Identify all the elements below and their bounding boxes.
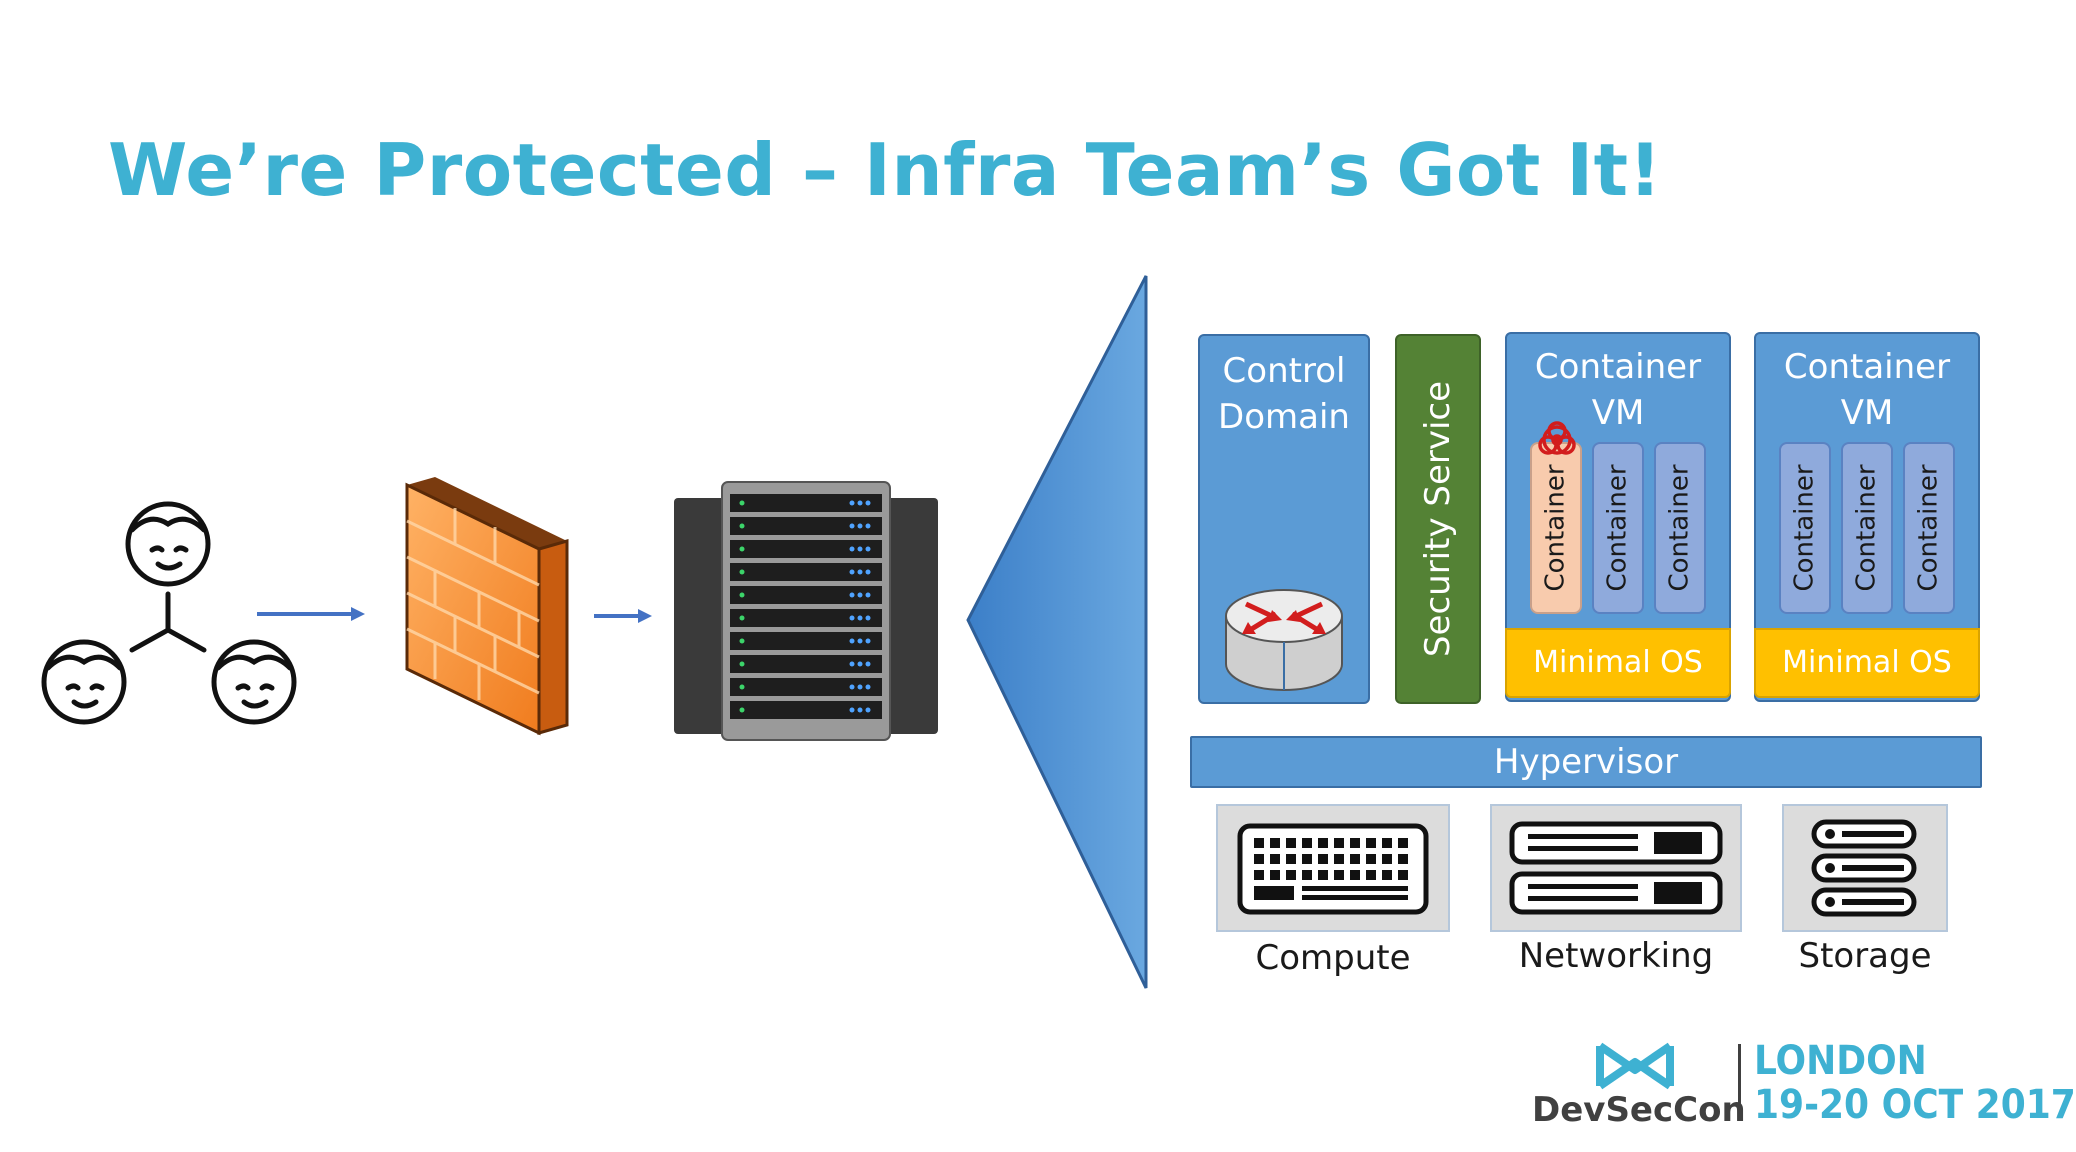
- arrow-right-icon: [594, 609, 652, 623]
- container-vm-2-title: Container VM: [1783, 347, 1951, 433]
- container: Container: [1654, 442, 1706, 614]
- security-service-label: Security Service: [1418, 380, 1458, 658]
- networking-label: Networking: [1518, 936, 1714, 976]
- users-icon: [41, 501, 297, 725]
- server-rack-icon: [674, 481, 938, 741]
- zoom-triangle: [966, 275, 1148, 989]
- footer-city: LONDON: [1754, 1038, 1927, 1084]
- networking-icon: [1509, 821, 1723, 915]
- minimal-os-1: Minimal OS: [1505, 628, 1731, 698]
- container: Container: [1779, 442, 1831, 614]
- footer-dates: 19-20 OCT 2017: [1754, 1082, 2076, 1128]
- devseccon-brand: DevSecCon: [1532, 1090, 1746, 1130]
- security-service-box: Security Service: [1395, 334, 1481, 704]
- control-domain-label: Control Domain: [1218, 351, 1350, 437]
- container: Container: [1592, 442, 1644, 614]
- firewall-icon: [405, 477, 569, 736]
- storage-label: Storage: [1798, 936, 1932, 976]
- footer-divider: [1738, 1044, 1741, 1120]
- container-vm-1-title: Container VM: [1534, 347, 1702, 433]
- slide-title: We’re Protected – Infra Team’s Got It!: [108, 128, 1662, 212]
- container-label: Container: [1541, 464, 1571, 592]
- container-label: Container: [1665, 464, 1695, 592]
- compute-label: Compute: [1255, 938, 1411, 978]
- container: Container: [1841, 442, 1893, 614]
- devseccon-logo-icon: [1596, 1042, 1674, 1090]
- hypervisor-label: Hypervisor: [1493, 742, 1679, 782]
- storage-icon: [1811, 819, 1917, 917]
- container-label: Container: [1914, 464, 1944, 592]
- minimal-os-2: Minimal OS: [1754, 628, 1980, 698]
- container: Container: [1903, 442, 1955, 614]
- arrow-right-icon: [257, 607, 365, 621]
- infected-container: Container: [1530, 442, 1582, 614]
- container-label: Container: [1852, 464, 1882, 592]
- compute-icon: [1237, 823, 1429, 915]
- container-label: Container: [1603, 464, 1633, 592]
- biohazard-icon: [1538, 421, 1576, 455]
- router-icon: [1225, 589, 1343, 691]
- container-label: Container: [1790, 464, 1820, 592]
- hypervisor-bar: Hypervisor: [1190, 736, 1982, 788]
